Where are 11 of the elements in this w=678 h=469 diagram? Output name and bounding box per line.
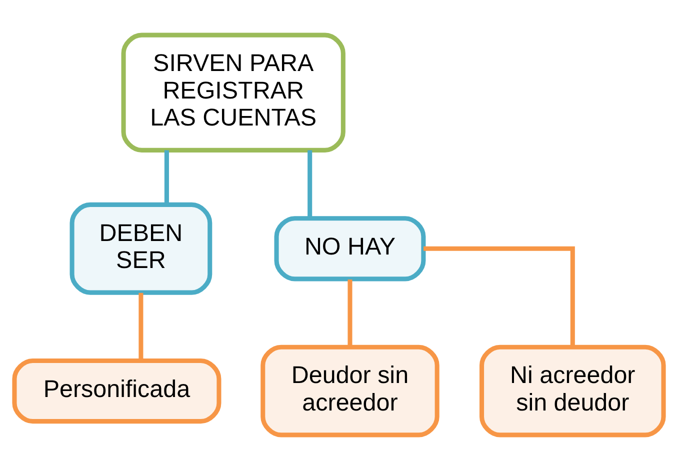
node-box: Ni acreedor sin deudor bbox=[479, 344, 666, 437]
connector bbox=[308, 150, 312, 218]
node-box: Personificada bbox=[12, 358, 222, 424]
connector bbox=[424, 246, 575, 346]
node-box: DEBEN SER bbox=[70, 202, 212, 294]
node-box: NO HAY bbox=[274, 216, 426, 281]
connector bbox=[164, 150, 169, 204]
node-box: SIRVEN PARA REGISTRAR LAS CUENTAS bbox=[121, 32, 346, 152]
connector bbox=[138, 292, 144, 360]
connector bbox=[348, 279, 352, 346]
node-box: Deudor sin acreedor bbox=[260, 344, 440, 437]
